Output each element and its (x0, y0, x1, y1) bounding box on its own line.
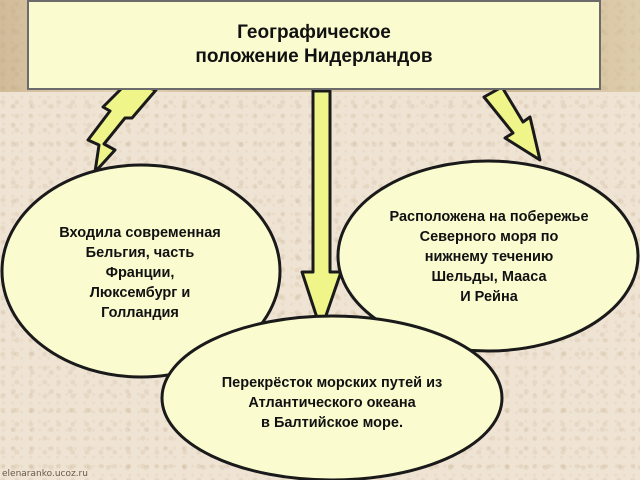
diagram-title: Географическое положение Нидерландов (195, 22, 433, 67)
source-watermark: elenaranko.ucoz.ru (2, 469, 88, 479)
node-right-ellipse (336, 159, 640, 353)
node-bottom-text: Перекрёсток морских путей из Атлантическ… (221, 375, 443, 431)
node-right-text: Расположена на побережье Северного моря … (389, 209, 589, 305)
title-box: Географическое положение Нидерландов (27, 0, 601, 90)
arrow-to-right-node (482, 85, 542, 162)
node-bottom-ellipse (160, 314, 504, 480)
arrow-to-left-node (86, 80, 158, 174)
node-left-text: Входила современная Бельгия, часть Франц… (59, 225, 221, 321)
node-left-ellipse (0, 163, 282, 379)
arrow-to-bottom-node (300, 89, 343, 332)
